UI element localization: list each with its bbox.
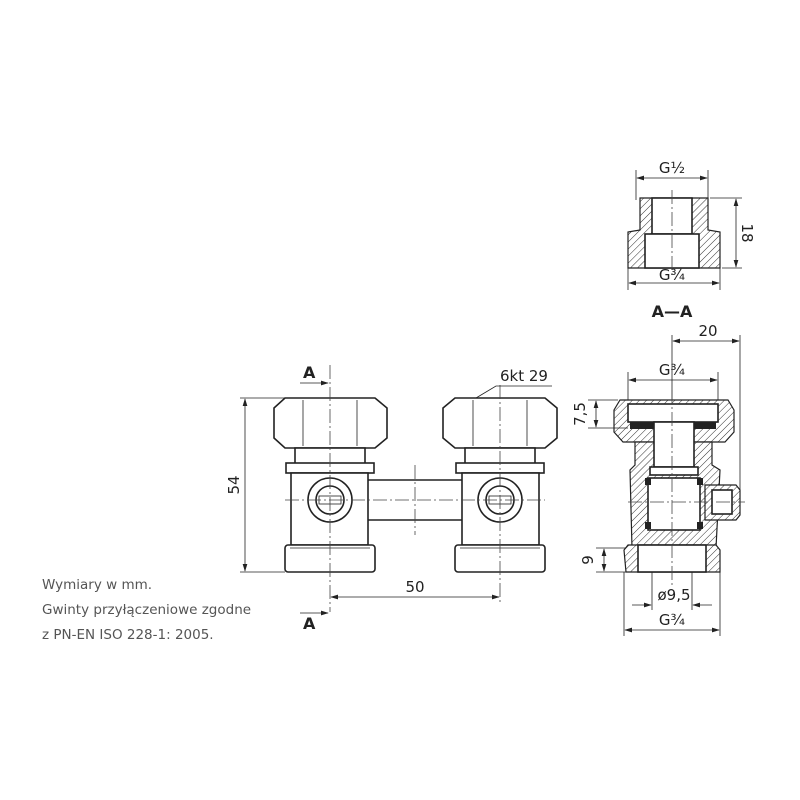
section-top-thread: G¾ [659,361,686,379]
adapter-bottom-thread: G¾ [659,266,686,284]
note-units: Wymiary w mm. [42,577,153,593]
section-bottom-thread: G¾ [659,611,686,629]
adapter-section: G½ 18 G¾ [627,159,756,290]
notes: Wymiary w mm. Gwinty przyłączeniowe zgod… [42,573,251,648]
front-view: A A 6kt 29 54 50 [225,363,558,633]
bore-dim: ø9,5 [657,586,690,604]
nut-height-dim: 7,5 [571,402,589,426]
adapter-height-dim: 18 [738,223,756,242]
adapter-top-thread: G½ [659,159,685,177]
note-standard: z PN-EN ISO 228-1: 2005. [42,627,214,643]
section-a-a: A—A 20 G¾ 7,5 9 [571,302,745,636]
note-threads: Gwinty przyłączeniowe zgodne [42,602,252,618]
spacing-dim-50: 50 [405,578,424,596]
section-mark-bottom: A [303,614,316,633]
section-title: A—A [652,302,693,321]
section-mark-top: A [303,363,316,382]
offset-dim-20: 20 [698,322,717,340]
height-dim-54: 54 [225,475,243,494]
hex-size-label: 6kt 29 [500,367,548,385]
bottom-height-dim: 9 [579,555,597,565]
